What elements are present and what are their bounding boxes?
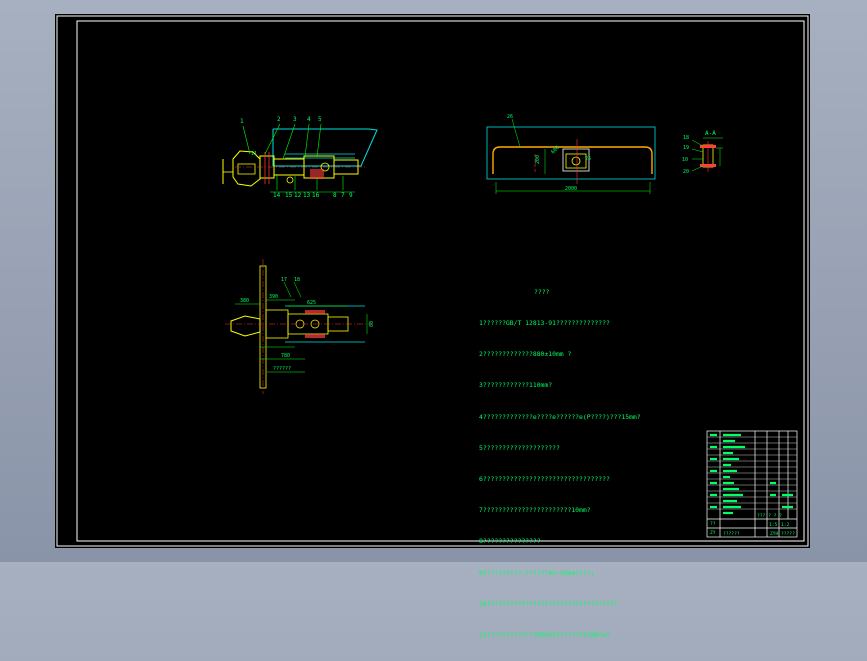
balloon-4: 4 [307,116,311,123]
balloon-2: 2 [277,116,281,123]
balloon-16: 16 [312,192,320,199]
balloon-25: 25 [585,156,591,162]
outer-frame [56,15,809,547]
note-line: 2?????????????880±10mm ? [479,350,572,359]
title-part-code: ZYH [770,531,779,537]
title-scale-a: 1:5 [769,522,778,528]
note-line: 4?????????????e????e??????e(P????)???15m… [479,412,641,421]
notes-heading: ???? [534,287,550,296]
note-line: 9??????????.??????45~55mm????; [479,568,595,577]
balloon-20: 20 [683,169,689,175]
note-line: 3????????????110mm? [479,381,553,390]
balloon-10: 10 [682,157,688,163]
note-line: 8??????????????? [479,537,541,546]
note-line: 6????????????????????????????????? [479,475,610,484]
view-2-frame: 26 25 2000 200 600 [486,114,656,194]
title-code-c: ZY [710,530,716,536]
balloon-14: 14 [273,192,281,199]
balloon-13: 13 [303,192,311,199]
balloon-18b: 18 [294,277,300,283]
title-drawing-name: ?????? [723,531,740,537]
balloon-8: 8 [333,192,337,199]
title-sheet: ????? [781,531,795,537]
view-1-assembly: 1 2 3 4 5 11 14 15 12 13 16 8 7 9 [222,116,378,199]
section-label: A-A [705,130,716,137]
balloon-15: 15 [285,192,293,199]
note-line: 5???????????????????? [479,443,560,452]
note-line: 7???????????????????????10mm? [479,506,591,515]
balloon-18: 18 [683,135,689,141]
balloon-17: 17 [281,277,287,283]
title-code-b: ?? [710,521,716,527]
note-line: 11?????????????M20X75??????370N*m? [479,631,610,640]
dim-inner: 600 [550,145,561,156]
dim-390: 390 [269,294,278,300]
title-scale-b: 1:2 [781,522,790,528]
balloon-3: 3 [293,116,297,123]
balloon-19: 19 [683,145,689,151]
view-4-label: ?????? [273,366,291,372]
balloon-26: 26 [507,114,513,120]
balloon-9: 9 [349,192,353,199]
technical-notes: ???? 1??????GB/T 12813-91?????????????? … [479,266,719,661]
note-line: 1??????GB/T 12813-91?????????????? [479,319,610,328]
drawing-sheet: 1 2 3 4 5 11 14 15 12 13 16 8 7 9 [55,14,810,639]
view-4-plan: 17 18 380 390 625 80 780 ?????? [225,259,375,394]
balloon-5: 5 [318,116,322,123]
balloon-1: 1 [240,118,244,125]
dim-380: 380 [240,298,249,304]
note-line: 10?????????????????????????????????? [479,599,618,608]
balloon-7: 7 [341,192,345,199]
dim-width: 2000 [565,186,577,192]
dim-780: 780 [281,353,290,359]
balloon-12: 12 [294,192,302,199]
dim-80: 80 [369,321,375,327]
cad-drawing: 1 2 3 4 5 11 14 15 12 13 16 8 7 9 [56,15,809,547]
inner-frame [76,20,805,542]
dim-height: 200 [535,155,541,164]
view-3-section: A-A 18 19 10 20 [682,130,723,175]
title-code-d: ??? ? ? ? [757,513,782,519]
balloon-11: 11 [251,151,257,157]
title-block [706,430,798,538]
dim-625: 625 [307,300,316,306]
